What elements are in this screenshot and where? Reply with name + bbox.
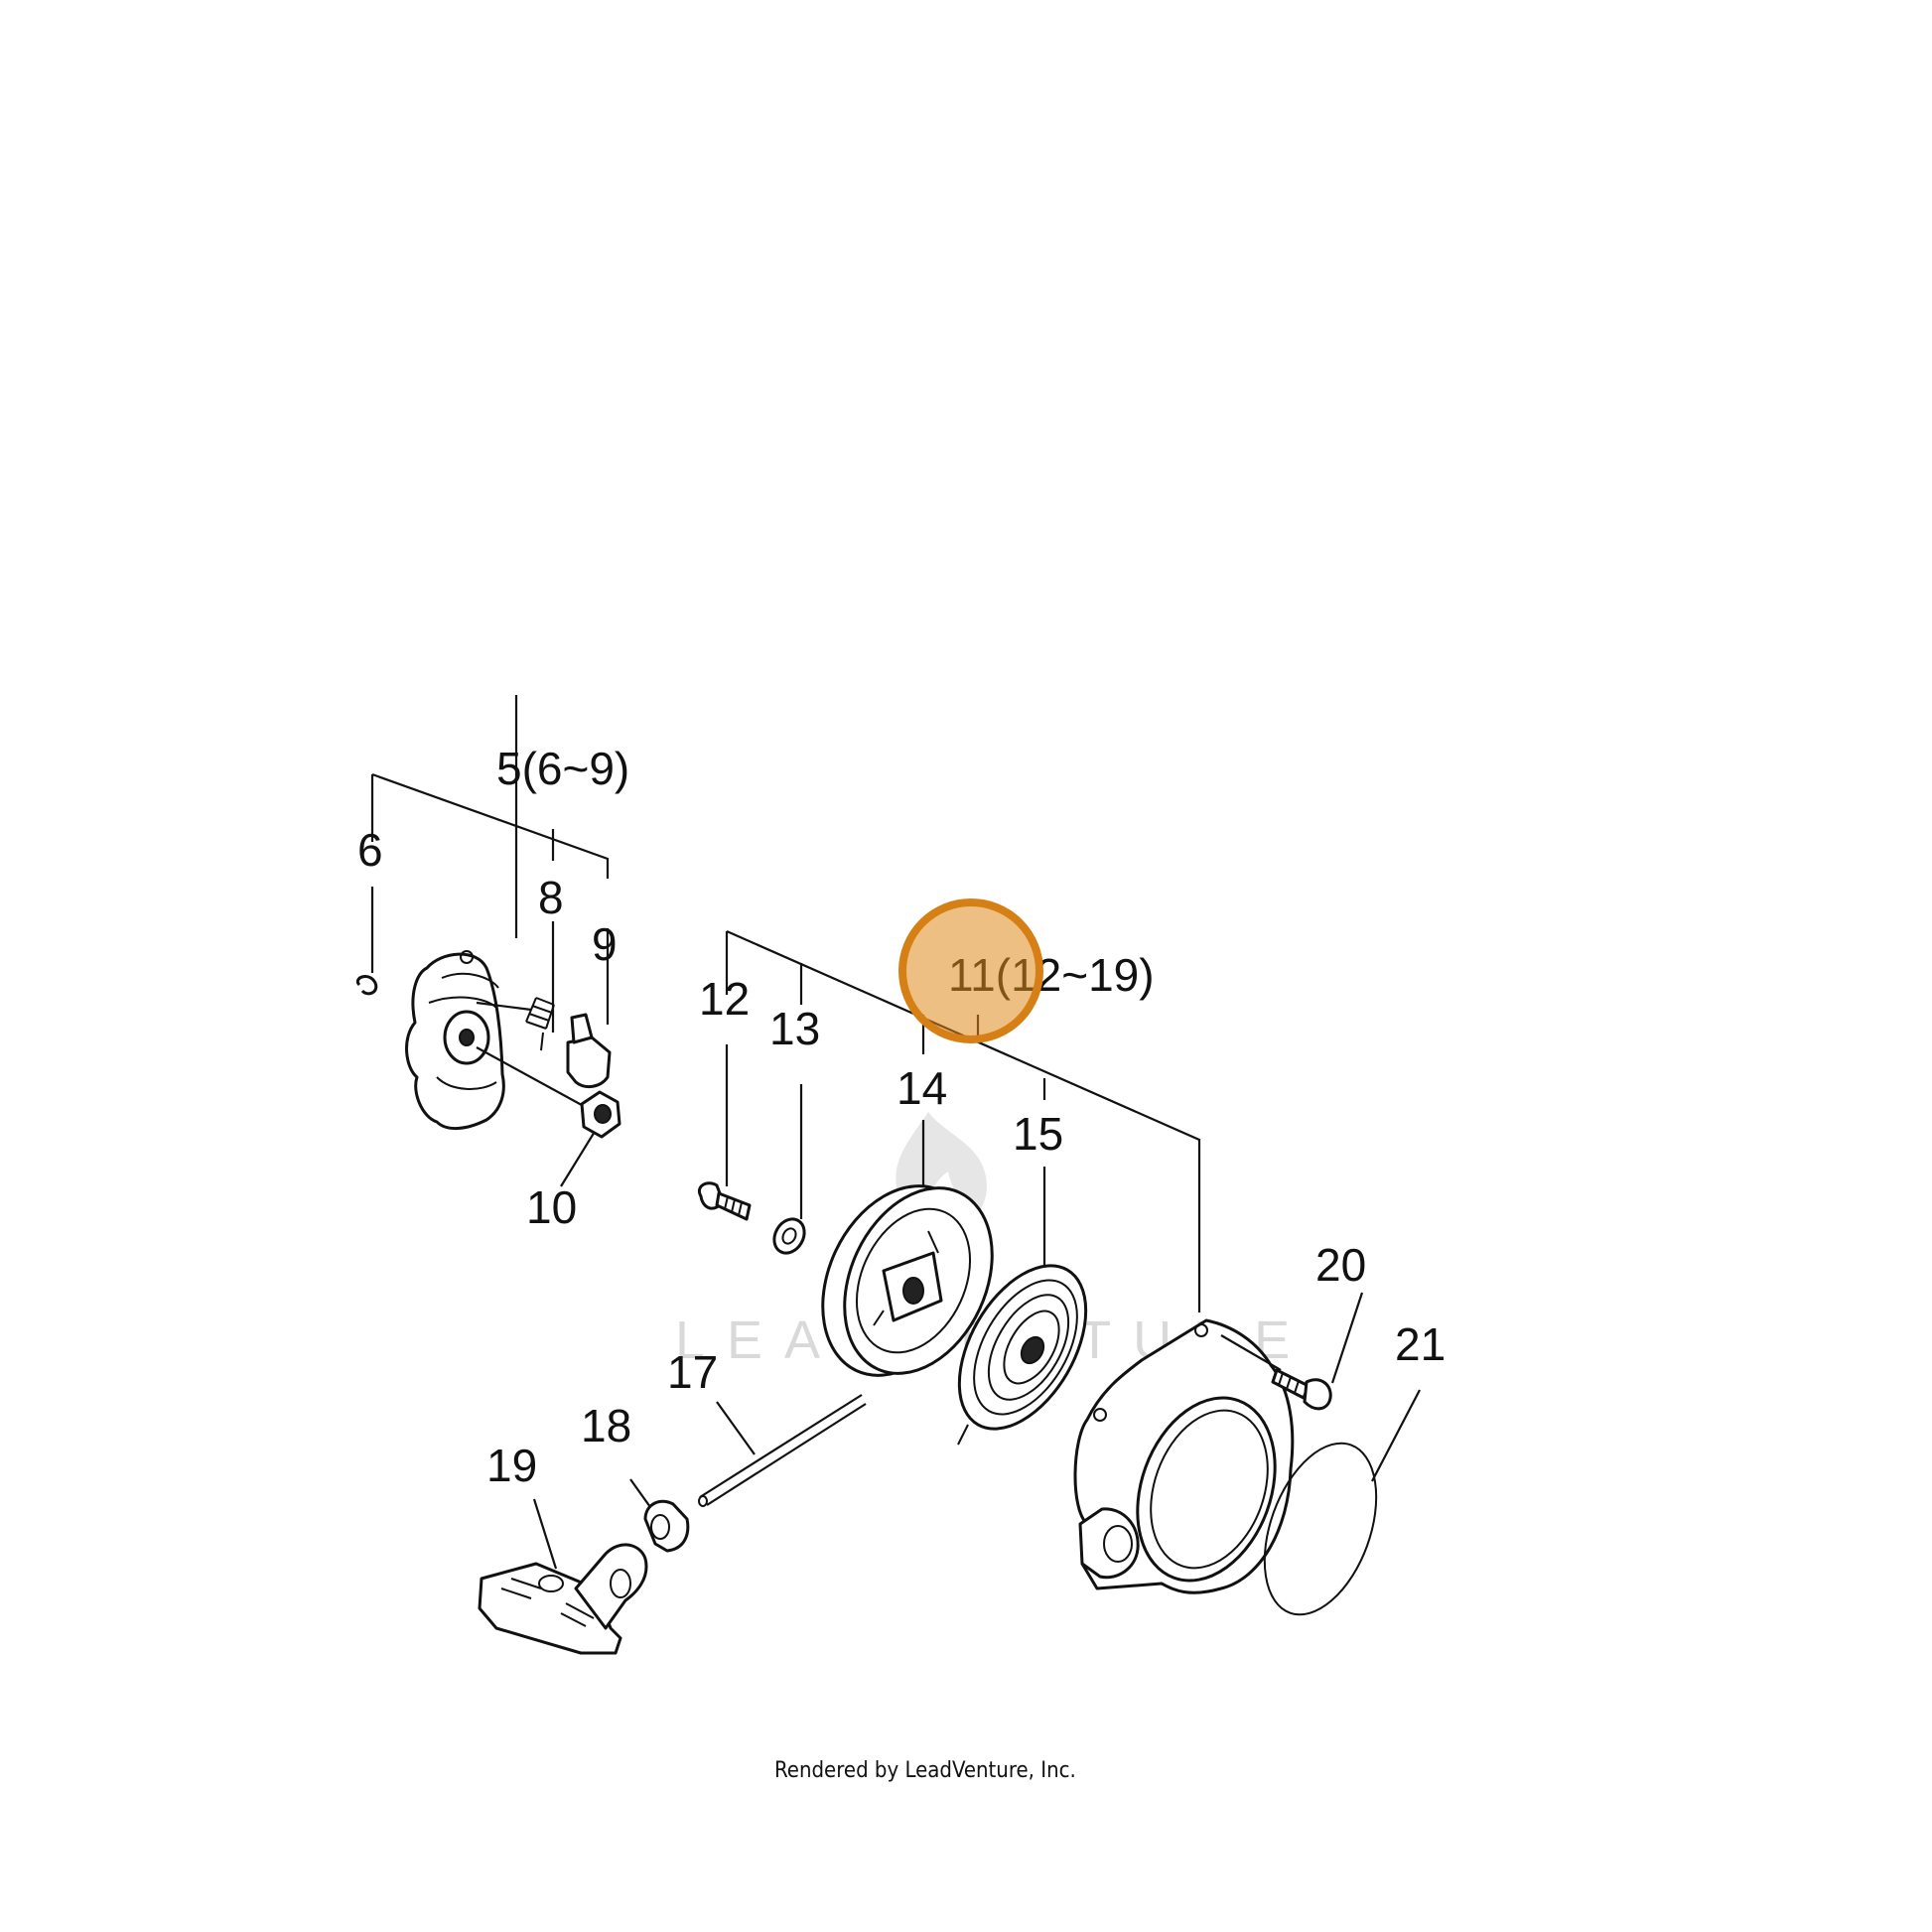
callout-14[interactable]: 14 <box>897 1062 947 1114</box>
case-bolt-part <box>1271 1368 1332 1411</box>
callout-15[interactable]: 15 <box>1013 1108 1063 1160</box>
reel-part <box>821 1184 994 1377</box>
pawl-spring-part <box>476 997 555 1051</box>
gasket-part <box>1263 1442 1378 1616</box>
starter-rope-part <box>698 1394 867 1507</box>
rope-guide-part <box>643 1499 690 1553</box>
starter-case-part <box>1073 1318 1295 1594</box>
callout-19[interactable]: 19 <box>486 1440 537 1491</box>
callout-10[interactable]: 10 <box>526 1181 577 1233</box>
callout-12[interactable]: 12 <box>699 973 750 1025</box>
highlight-circle <box>898 898 1043 1043</box>
nut-part <box>476 1046 621 1139</box>
callout-8[interactable]: 8 <box>538 872 564 923</box>
callout-18[interactable]: 18 <box>581 1400 631 1451</box>
callout-17[interactable]: 17 <box>667 1346 718 1398</box>
callout-20[interactable]: 20 <box>1315 1239 1366 1291</box>
spiral-spring-part <box>957 1264 1088 1446</box>
callout-6[interactable]: 6 <box>357 824 383 876</box>
pawl-part <box>566 1013 612 1089</box>
callout-5[interactable]: 5(6~9) <box>496 743 629 794</box>
starter-handle-part <box>478 1543 648 1655</box>
washer-part <box>772 1217 806 1255</box>
pawl-housing-part <box>405 950 505 1130</box>
clip-part <box>355 975 378 996</box>
bolt-part <box>698 1181 752 1221</box>
callout-9[interactable]: 9 <box>592 918 618 970</box>
footer-credit: Rendered by LeadVenture, Inc. <box>774 1758 1076 1783</box>
callout-13[interactable]: 13 <box>769 1003 820 1054</box>
callout-21[interactable]: 21 <box>1395 1318 1446 1370</box>
